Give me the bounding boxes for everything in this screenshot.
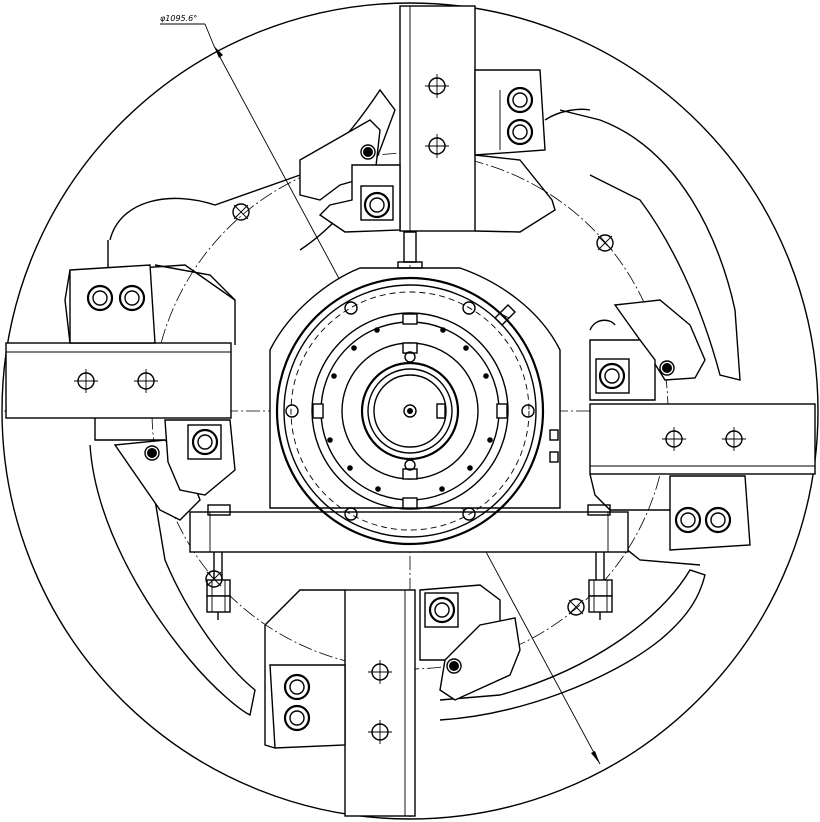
hole-crosshair	[74, 369, 158, 393]
dimension-label: φ1095.6°	[160, 14, 197, 23]
nut	[588, 579, 613, 620]
bolt-head	[86, 284, 146, 312]
bolt-head	[283, 673, 311, 732]
hole-crosshair	[425, 74, 449, 158]
pitch-circle-holes	[205, 203, 614, 616]
hole-crosshair	[368, 660, 392, 744]
central-hub	[275, 276, 545, 546]
left-arm	[5, 264, 236, 521]
bolt-head	[506, 86, 534, 146]
bolt-head	[674, 506, 732, 534]
bottom-arm	[264, 584, 521, 817]
nut	[206, 579, 231, 620]
hole-crosshair	[662, 427, 746, 451]
right-arm	[589, 299, 816, 551]
top-arm	[299, 5, 591, 233]
pedestal-bracket	[189, 231, 629, 620]
ring-dots	[327, 327, 493, 492]
hub-bolt-holes	[285, 301, 535, 521]
